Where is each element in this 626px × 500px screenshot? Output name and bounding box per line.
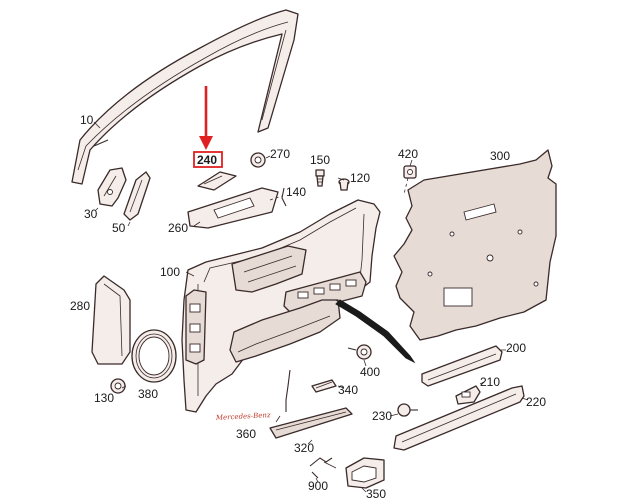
part-210-handle: [455, 385, 481, 405]
label-30: 30: [84, 207, 98, 221]
part-270-clip: [250, 152, 266, 168]
part-350-switch-housing: [345, 457, 385, 489]
label-230: 230: [372, 409, 392, 423]
part-320-sill-strip: [269, 407, 353, 439]
part-150-screw: [315, 169, 325, 187]
part-400-plug: [347, 344, 372, 360]
highlight-arrowhead: [199, 136, 213, 150]
label-50: 50: [112, 221, 126, 235]
label-280: 280: [70, 299, 90, 313]
label-240: 240: [197, 153, 217, 167]
part-260-upper-trim-panel: [187, 187, 283, 229]
label-210: 210: [480, 375, 500, 389]
label-220: 220: [526, 395, 546, 409]
label-300: 300: [490, 149, 510, 163]
label-340: 340: [338, 383, 358, 397]
part-100-door-trim-panel: [181, 199, 381, 413]
label-400: 400: [360, 365, 380, 379]
part-380-speaker-ring: [131, 329, 177, 383]
label-200: 200: [506, 341, 526, 355]
part-240-insert: [197, 171, 237, 191]
part-200-armrest-strip: [421, 345, 503, 387]
label-120: 120: [350, 171, 370, 185]
label-320: 320: [294, 441, 314, 455]
label-10: 10: [80, 113, 94, 127]
part-220-long-sill-trim: [393, 385, 525, 451]
label-380: 380: [138, 387, 158, 401]
label-420: 420: [398, 147, 418, 161]
label-260: 260: [168, 221, 188, 235]
part-280-pillar-trim: [91, 275, 131, 365]
part-360-trim-strip: Mercedes-Benz: [215, 369, 291, 422]
highlight-box: [193, 151, 223, 168]
part-420-clip: [403, 165, 417, 195]
label-360: 360: [236, 427, 256, 441]
part-50-cover-trim: [123, 171, 151, 221]
part-120-grommet: [338, 178, 350, 191]
label-140: 140: [286, 185, 306, 199]
label-350: 350: [366, 487, 386, 500]
part-140-bracket: [281, 187, 287, 207]
part-30-mirror-bracket: [97, 167, 127, 207]
part-130-cap: [110, 378, 126, 394]
part-230-screw: [397, 403, 418, 417]
leader-lines: [93, 121, 529, 493]
label-130: 130: [94, 391, 114, 405]
part-900-connector: [309, 457, 337, 479]
label-150: 150: [310, 153, 330, 167]
highlight-240: 240: [193, 86, 223, 168]
part-10-window-frame-trim: [71, 9, 299, 185]
label-100: 100: [160, 265, 180, 279]
part-300-insulation-sheet: [393, 149, 557, 341]
part-360-lettering: Mercedes-Benz: [215, 411, 271, 422]
part-340-clip: [311, 379, 337, 393]
label-900: 900: [308, 479, 328, 493]
label-270: 270: [270, 147, 290, 161]
cable-line: [335, 299, 416, 364]
